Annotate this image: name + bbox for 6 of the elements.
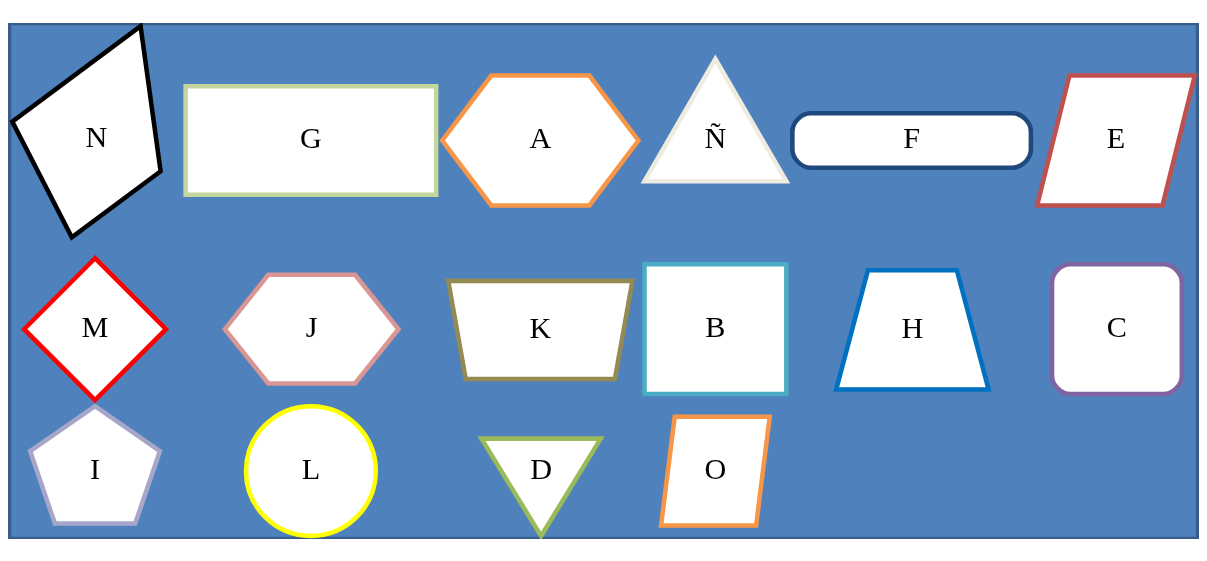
node-box: G [183, 83, 439, 197]
node-diamond: M [20, 254, 170, 403]
node-box: C [1049, 261, 1185, 396]
node-circle: L [243, 403, 379, 538]
node-box: F [790, 110, 1034, 170]
node-box: B [642, 261, 789, 396]
